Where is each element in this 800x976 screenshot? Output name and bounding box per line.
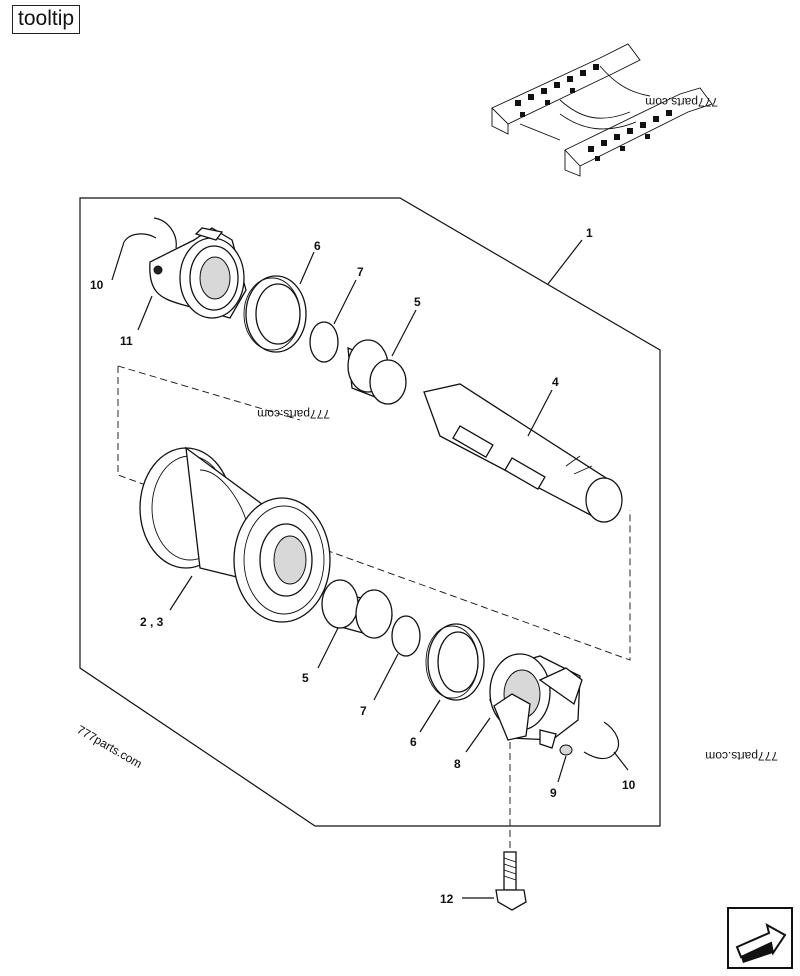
callout-7-lower: 7: [360, 704, 367, 718]
tooltip-label[interactable]: tooltip: [12, 5, 81, 34]
snap-ring-part-10-lower: [583, 721, 619, 760]
callout-10-lower: 10: [622, 778, 636, 792]
callout-12: 12: [440, 892, 454, 906]
callout-1: 1: [586, 226, 593, 240]
callout-6-top: 6: [314, 239, 321, 253]
watermark: 777parts.com: [257, 407, 330, 421]
assembly-outline: [79, 197, 661, 827]
o-ring-part-7: [309, 321, 339, 363]
callout-2-3: 2 , 3: [140, 615, 164, 629]
watermark: 777parts.com: [75, 722, 145, 770]
roller-part-2-3: [139, 446, 331, 623]
seal-part-6: [243, 275, 307, 353]
callout-11: 11: [120, 334, 133, 348]
bolt-part-12: [495, 742, 527, 911]
callout-5-top: 5: [414, 295, 421, 309]
watermark: 777parts.com: [705, 749, 778, 763]
next-page-arrow-icon[interactable]: [727, 907, 793, 969]
collar-part-8: [489, 653, 583, 749]
callout-5-lower: 5: [302, 671, 309, 685]
bushing-part-5-lower: [321, 579, 393, 639]
callout-6-lower: 6: [410, 735, 417, 749]
plug-part-9: [559, 744, 573, 756]
callout-9: 9: [550, 786, 557, 800]
callout-4: 4: [552, 375, 559, 389]
collar-part-11: [149, 227, 247, 319]
o-ring-part-7-lower: [391, 615, 421, 657]
callout-7-top: 7: [357, 265, 364, 279]
sub-assembly-dashed-outline: [117, 366, 631, 661]
shaft-part-4: [423, 383, 623, 523]
watermark: 777parts.com: [645, 95, 718, 109]
track-frame-overview-icon: [491, 43, 713, 177]
snap-ring-part-10: [123, 217, 177, 249]
callout-10-top: 10: [90, 278, 104, 292]
seal-part-6-lower: [425, 623, 485, 701]
leader-lines: [111, 239, 629, 899]
callout-8: 8: [454, 757, 461, 771]
bushing-part-5: [347, 339, 407, 405]
